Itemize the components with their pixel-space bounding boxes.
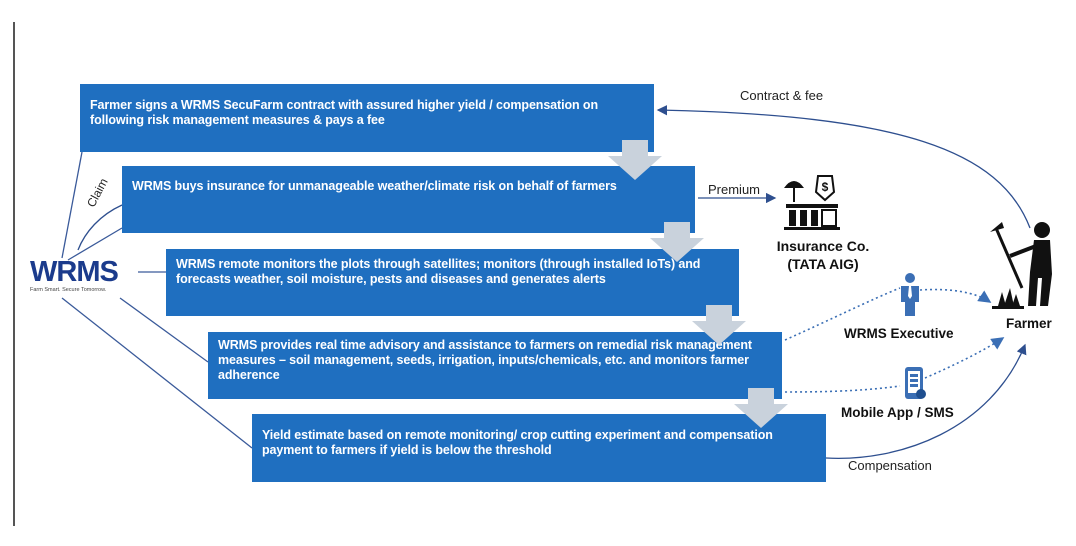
advisory-to-mobile-line <box>784 385 901 393</box>
mobile-phone-icon <box>905 367 926 399</box>
insurer-label: Insurance Co. (TATA AIG) <box>768 237 878 273</box>
step-box-1: Farmer signs a WRMS SecuFarm contract wi… <box>80 84 654 152</box>
line-to-box-1 <box>61 151 83 259</box>
insurance-building-icon: $ <box>784 175 840 230</box>
line-to-box-2 <box>67 227 123 261</box>
step-box-5: Yield estimate based on remote monitorin… <box>252 414 826 482</box>
logo-wordmark: WRMS <box>30 256 119 288</box>
logo-connector-lines <box>61 151 253 449</box>
line-to-box-4 <box>119 297 209 363</box>
insurer-sub: (TATA AIG) <box>787 256 859 272</box>
premium-label: Premium <box>708 182 761 197</box>
executive-person-icon <box>901 273 919 316</box>
step-box-4: WRMS provides real time advisory and ass… <box>208 332 782 399</box>
contract-fee-label: Contract & fee <box>740 88 824 103</box>
advisory-to-executive-line <box>784 287 901 341</box>
farmer-label: Farmer <box>1006 316 1052 331</box>
logo-tagline: Farm Smart. Secure Tomorrow. <box>30 287 107 293</box>
contract-fee-arrow <box>656 104 1031 229</box>
insurer-name: Insurance Co. <box>776 238 870 254</box>
compensation-label: Compensation <box>848 458 932 473</box>
mobile-to-farmer-line <box>924 337 1005 379</box>
step-box-3: WRMS remote monitors the plots through s… <box>166 249 739 316</box>
mobile-label: Mobile App / SMS <box>841 405 954 420</box>
claim-line <box>77 204 123 251</box>
step-box-2: WRMS buys insurance for unmanageable wea… <box>122 166 695 233</box>
svg-text:$: $ <box>822 180 829 194</box>
compensation-arrow <box>825 343 1027 459</box>
left-border-line <box>13 22 15 526</box>
line-to-box-5 <box>61 297 253 449</box>
executive-to-farmer-line <box>919 288 992 303</box>
executive-label: WRMS Executive <box>844 326 954 341</box>
wrms-logo: WRMS Farm Smart. Secure Tomorrow. <box>30 256 119 294</box>
farmer-icon <box>990 222 1052 309</box>
